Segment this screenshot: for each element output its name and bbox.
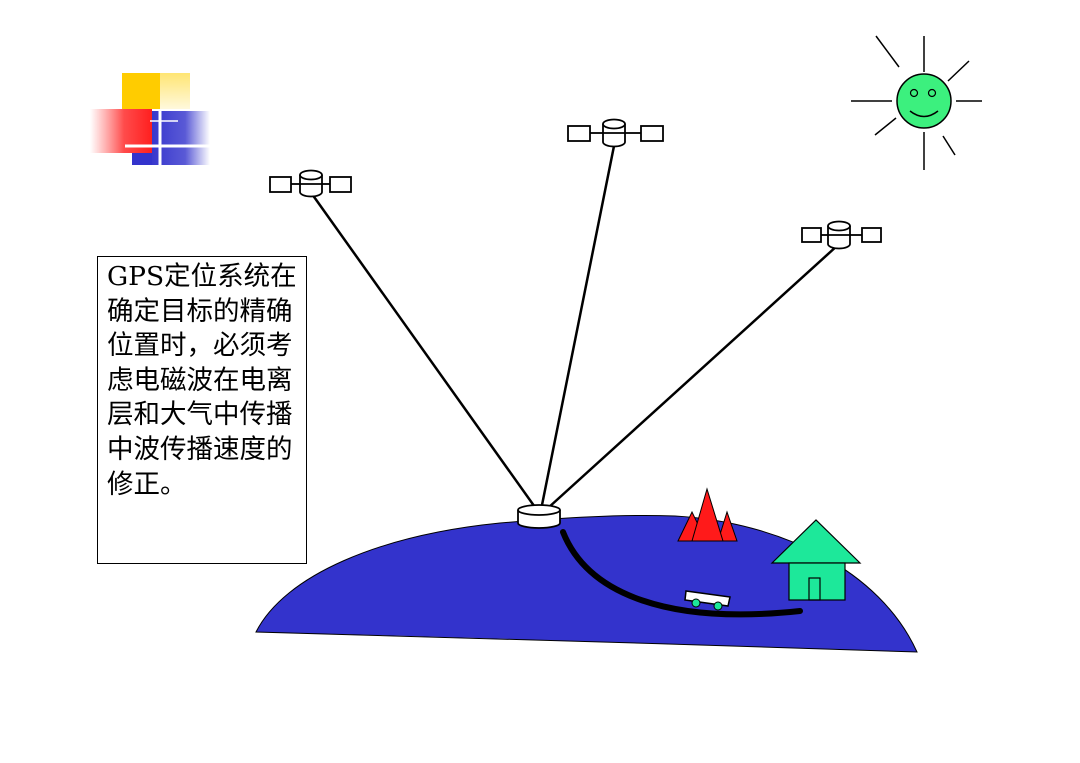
vehicle-icon (684, 590, 731, 611)
road (560, 529, 803, 618)
earth-surface (255, 514, 918, 653)
house-icon (770, 519, 862, 601)
caption-text: GPS定位系统在确定目标的精确位置时，必须考虑电磁波在电离层和大气中传播中波传播… (107, 261, 297, 500)
caption-box: GPS定位系统在确定目标的精确位置时，必须考虑电磁波在电离层和大气中传播中波传播… (97, 256, 307, 564)
mountain-icon (677, 487, 738, 542)
satellite-icon (801, 220, 882, 250)
sun-icon (851, 35, 982, 170)
satellite-icon (567, 118, 664, 148)
ground-station-icon (517, 504, 561, 529)
signal-lines (310, 145, 839, 511)
satellite-icon (269, 169, 352, 198)
corner-decoration (90, 73, 210, 165)
